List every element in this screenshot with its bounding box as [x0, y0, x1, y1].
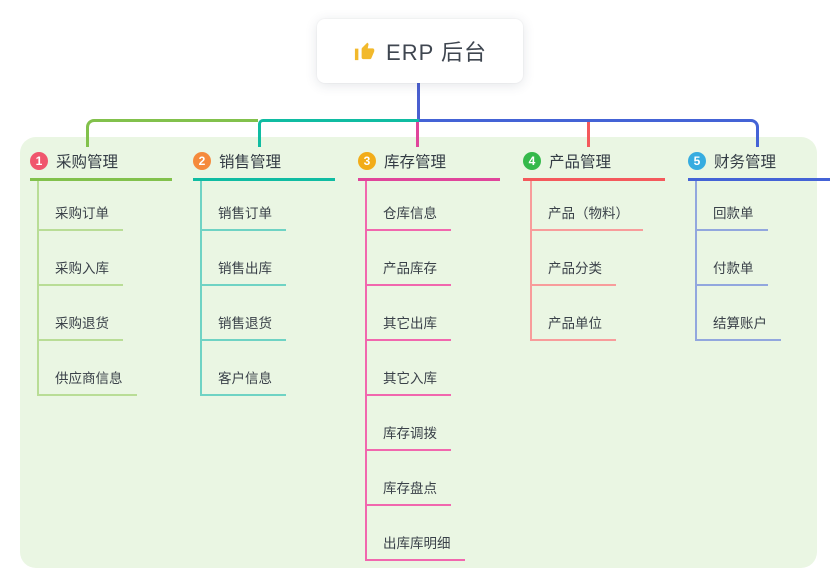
child-node[interactable]: 出库库明细: [367, 506, 465, 561]
child-node[interactable]: 采购入库: [39, 231, 123, 286]
child-node[interactable]: 产品（物料）: [532, 181, 643, 231]
child-node[interactable]: 付款单: [697, 231, 768, 286]
child-node[interactable]: 采购订单: [39, 181, 123, 231]
root-node-title: ERP 后台: [386, 40, 487, 65]
child-node-label: 付款单: [713, 261, 754, 276]
root-stem-connector: [417, 83, 420, 120]
branch-title: 库存管理: [384, 154, 447, 171]
connector-branch-5: [419, 119, 759, 147]
child-node[interactable]: 其它出库: [367, 286, 451, 341]
branch-column-4: 4 产品管理产品（物料） 产品分类产品单位: [523, 150, 665, 341]
child-node-label: 采购入库: [55, 261, 109, 276]
child-node[interactable]: 结算账户: [697, 286, 781, 341]
child-node[interactable]: 产品单位: [532, 286, 616, 341]
branch-node-3[interactable]: 3 库存管理: [358, 150, 500, 181]
connector-branch-2: [258, 119, 419, 147]
branch-children: 仓库信息产品库存其它出库其它入库库存调拨库存盘点出库库明细: [365, 181, 500, 561]
child-node-label: 客户信息: [218, 371, 272, 386]
branch-column-5: 5 财务管理回款单付款单结算账户: [688, 150, 830, 341]
branch-number-badge: 5: [688, 152, 706, 170]
branch-title: 产品管理: [549, 154, 612, 171]
child-node-label: 产品库存: [383, 261, 437, 276]
branch-number-badge: 3: [358, 152, 376, 170]
connector-branch-3: [416, 122, 419, 147]
branch-children: 采购订单采购入库采购退货供应商信息: [37, 181, 172, 396]
branch-number-badge: 1: [30, 152, 48, 170]
branch-column-1: 1 采购管理采购订单采购入库采购退货供应商信息: [30, 150, 172, 396]
branch-column-2: 2 销售管理销售订单销售出库销售退货客户信息: [193, 150, 335, 396]
child-node-label: 库存盘点: [383, 481, 437, 496]
child-node-label: 库存调拨: [383, 426, 437, 441]
child-node-label: 采购订单: [55, 206, 109, 221]
branch-title: 财务管理: [714, 154, 777, 171]
branch-node-5[interactable]: 5 财务管理: [688, 150, 830, 181]
connector-branch-4: [587, 122, 590, 147]
child-node-label: 供应商信息: [55, 371, 123, 386]
child-node[interactable]: 仓库信息: [367, 181, 451, 231]
child-node[interactable]: 销售出库: [202, 231, 286, 286]
child-node-label: 产品单位: [548, 316, 602, 331]
connector-branch-1: [86, 119, 258, 147]
branch-title: 采购管理: [56, 154, 119, 171]
child-node[interactable]: 销售退货: [202, 286, 286, 341]
child-node[interactable]: 产品库存: [367, 231, 451, 286]
child-node-label: 回款单: [713, 206, 754, 221]
child-node-label: 销售退货: [218, 316, 272, 331]
child-node-label: 产品分类: [548, 261, 602, 276]
branch-children: 产品（物料） 产品分类产品单位: [530, 181, 665, 341]
branch-node-2[interactable]: 2 销售管理: [193, 150, 335, 181]
child-node-label: 其它入库: [383, 371, 437, 386]
child-node-label: 其它出库: [383, 316, 437, 331]
child-node[interactable]: 其它入库: [367, 341, 451, 396]
thumbs-up-icon: [353, 40, 376, 63]
branch-number-badge: 2: [193, 152, 211, 170]
child-node-label: 仓库信息: [383, 206, 437, 221]
child-node-label: 产品（物料）: [548, 206, 629, 221]
child-node[interactable]: 销售订单: [202, 181, 286, 231]
child-node-label: 销售订单: [218, 206, 272, 221]
child-node[interactable]: 供应商信息: [39, 341, 137, 396]
root-node[interactable]: ERP 后台: [317, 19, 523, 83]
child-node-label: 出库库明细: [383, 536, 451, 551]
child-node[interactable]: 库存调拨: [367, 396, 451, 451]
branch-children: 销售订单销售出库销售退货客户信息: [200, 181, 335, 396]
child-node-label: 销售出库: [218, 261, 272, 276]
branch-node-4[interactable]: 4 产品管理: [523, 150, 665, 181]
child-node[interactable]: 库存盘点: [367, 451, 451, 506]
branch-title: 销售管理: [219, 154, 282, 171]
child-node[interactable]: 采购退货: [39, 286, 123, 341]
child-node[interactable]: 客户信息: [202, 341, 286, 396]
child-node-label: 结算账户: [713, 316, 767, 331]
branch-column-3: 3 库存管理仓库信息产品库存其它出库其它入库库存调拨库存盘点出库库明细: [358, 150, 500, 561]
child-node[interactable]: 产品分类: [532, 231, 616, 286]
child-node-label: 采购退货: [55, 316, 109, 331]
child-node[interactable]: 回款单: [697, 181, 768, 231]
mindmap-panel: [20, 137, 817, 568]
branch-node-1[interactable]: 1 采购管理: [30, 150, 172, 181]
branch-number-badge: 4: [523, 152, 541, 170]
branch-children: 回款单付款单结算账户: [695, 181, 830, 341]
